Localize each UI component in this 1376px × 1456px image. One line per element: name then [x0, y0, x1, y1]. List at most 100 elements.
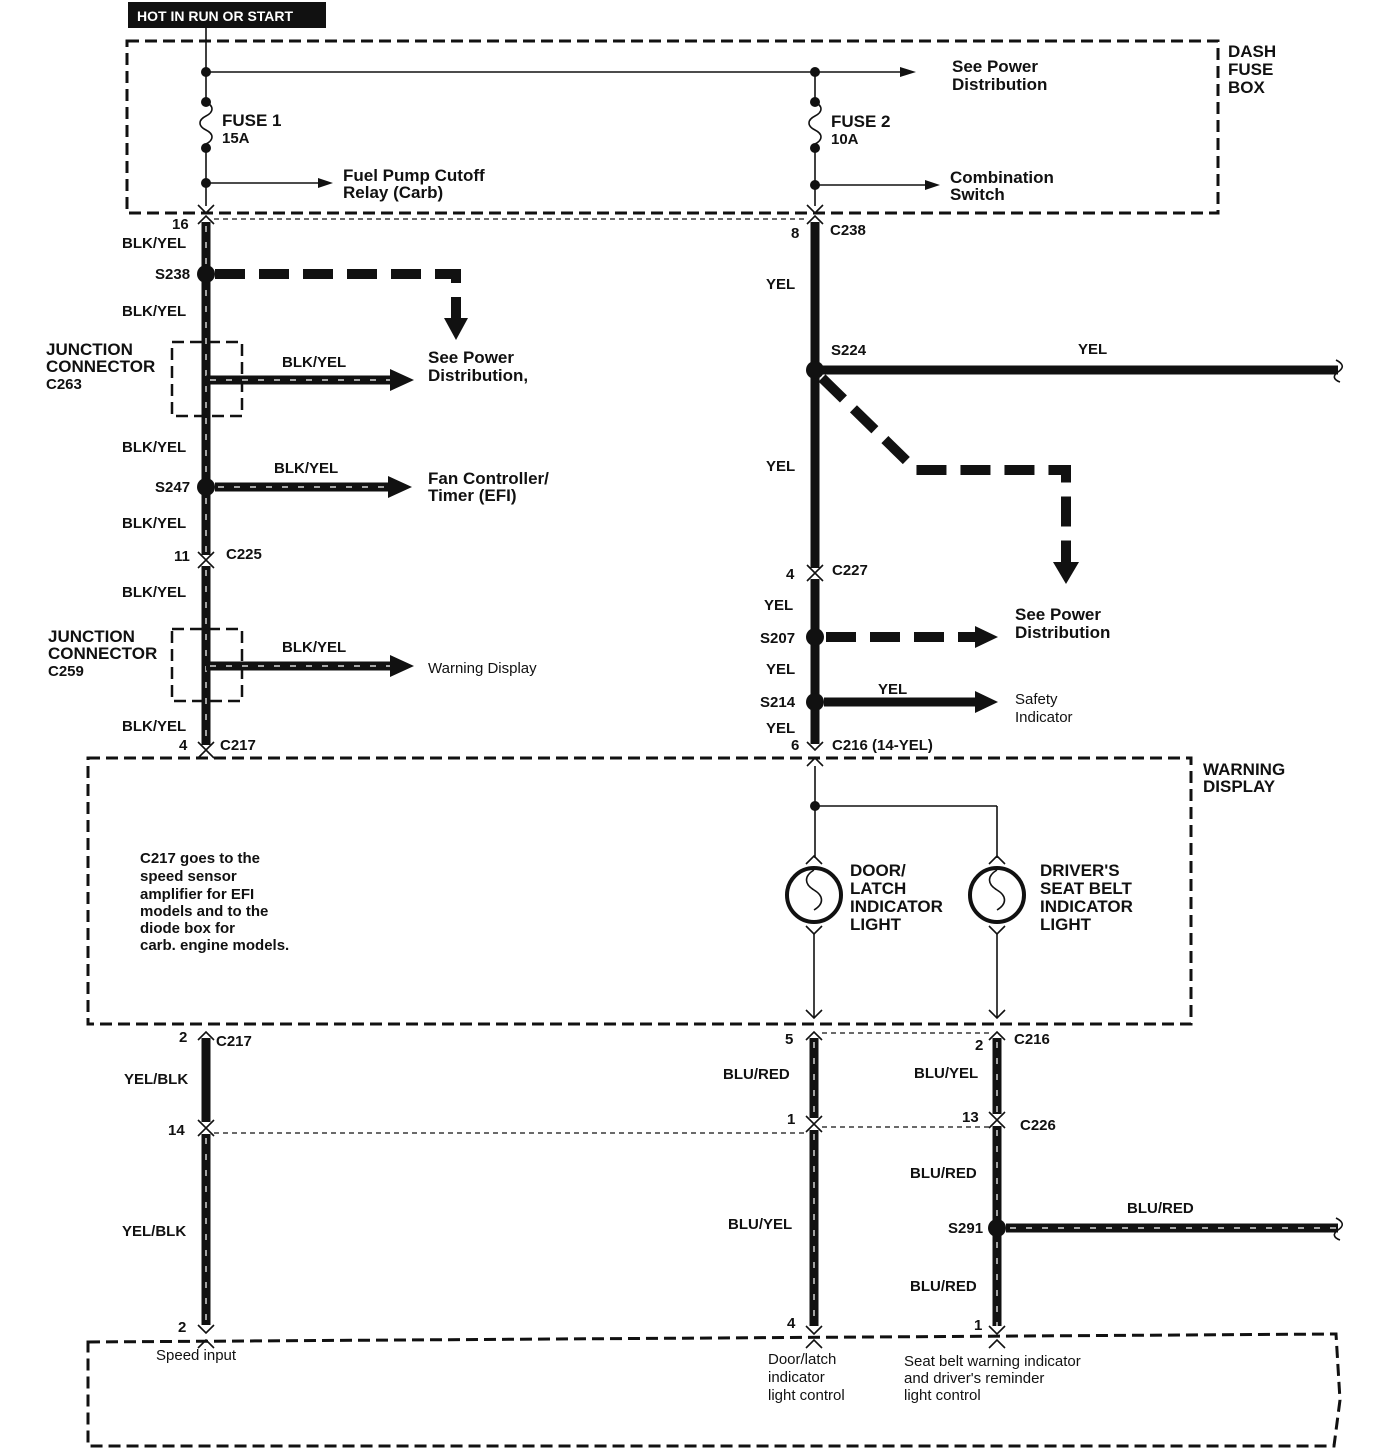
left-wire-4: BLK/YEL — [122, 515, 186, 532]
belt-wire-blu-yel: BLU/YEL — [914, 1065, 978, 1082]
seatbelt-light-label-3: INDICATOR — [1040, 897, 1133, 916]
splice-s207 — [806, 628, 824, 646]
lower-yel-blk-1: YEL/BLK — [124, 1071, 188, 1088]
c226-label: C226 — [1020, 1117, 1056, 1134]
left-wire-3: BLK/YEL — [122, 439, 186, 456]
warning-display: WARNING DISPLAY C217 goes to the speed s… — [86, 756, 1285, 1026]
c259-branch-wire: BLK/YEL — [282, 639, 346, 656]
s214-dest-2: Indicator — [1015, 709, 1073, 726]
fuel-pump-label-2: Relay (Carb) — [343, 183, 443, 202]
seatbelt-control-3: light control — [904, 1387, 981, 1404]
lower-pin-2-bottom: 2 — [178, 1319, 186, 1336]
warning-display-label-1: WARNING — [1203, 760, 1285, 779]
s207-dest-1: See Power — [1015, 605, 1101, 624]
door-light-label-2: LATCH — [850, 879, 906, 898]
door-pin-5: 5 — [785, 1031, 793, 1048]
see-power-label-2: Distribution — [952, 75, 1047, 94]
note-line-2: speed sensor — [140, 868, 237, 885]
bottom-module: Speed input Door/latch indicator light c… — [86, 1332, 1342, 1448]
door-light-label-4: LIGHT — [850, 915, 902, 934]
splice-s291 — [988, 1219, 1006, 1237]
warning-display-outline — [86, 756, 1193, 1026]
left-wire-5: BLK/YEL — [122, 584, 186, 601]
fuel-pump-label-1: Fuel Pump Cutoff — [343, 166, 485, 185]
seatbelt-light-label-2: SEAT BELT — [1040, 879, 1133, 898]
c217-top-label: C217 — [220, 737, 256, 754]
s247-branch-wire: BLK/YEL — [274, 460, 338, 477]
note-line-3: amplifier for EFI — [140, 886, 254, 903]
s247-dest-2: Timer (EFI) — [428, 486, 516, 505]
dash-fuse-box-label-1: DASH — [1228, 42, 1276, 61]
left-pin-4: 4 — [179, 737, 188, 754]
door-pin-4: 4 — [787, 1315, 796, 1332]
dash-fuse-box-label-3: BOX — [1228, 78, 1266, 97]
bottom-module-outline — [86, 1332, 1342, 1448]
c263-dest-2: Distribution, — [428, 366, 528, 385]
s214-dest-1: Safety — [1015, 691, 1058, 708]
left-pin-11: 11 — [174, 548, 190, 565]
c259-label-3: C259 — [48, 663, 84, 680]
c259-label-1: JUNCTION — [48, 627, 135, 646]
lower-yel-blk-2: YEL/BLK — [122, 1223, 186, 1240]
fuse-2-rating: 10A — [831, 131, 859, 148]
c259-label-2: CONNECTOR — [48, 644, 157, 663]
s291-branch-wire: BLU/RED — [1127, 1200, 1194, 1217]
c216-top-label: C216 (14-YEL) — [832, 737, 933, 754]
note-line-6: carb. engine models. — [140, 937, 289, 954]
door-control-2: indicator — [768, 1369, 825, 1386]
note-line-5: diode box for — [140, 920, 235, 937]
left-wire-1: BLK/YEL — [122, 235, 186, 252]
speed-input-label: Speed input — [156, 1347, 237, 1364]
combination-label-2: Switch — [950, 185, 1005, 204]
c263-branch-wire: BLK/YEL — [282, 354, 346, 371]
s291-label: S291 — [948, 1220, 983, 1237]
right-wire-5: YEL — [766, 720, 795, 737]
fuse-2-name: FUSE 2 — [831, 112, 891, 131]
right-pin-8: 8 — [791, 225, 799, 242]
s214-label: S214 — [760, 694, 796, 711]
belt-pin-2: 2 — [975, 1037, 983, 1054]
s224-branch-wire: YEL — [1078, 341, 1107, 358]
c259-dest: Warning Display — [428, 660, 537, 677]
c263-label-3: C263 — [46, 376, 82, 393]
left-circuit: 16 BLK/YEL S238 BLK/YEL JUNCTION CONNECT… — [46, 214, 549, 759]
lower-c217-pin: 2 — [179, 1029, 187, 1046]
belt-wire-blu-red-1: BLU/RED — [910, 1165, 977, 1182]
left-wire-6: BLK/YEL — [122, 718, 186, 735]
belt-pin-13: 13 — [962, 1109, 979, 1126]
door-pin-1: 1 — [787, 1111, 795, 1128]
door-light-label-3: INDICATOR — [850, 897, 943, 916]
right-pin-4: 4 — [786, 566, 795, 583]
right-wire-1: YEL — [766, 276, 795, 293]
door-wire-blu-red: BLU/RED — [723, 1066, 790, 1083]
door-control-3: light control — [768, 1387, 845, 1404]
seatbelt-control-1: Seat belt warning indicator — [904, 1353, 1081, 1370]
s207-dest-2: Distribution — [1015, 623, 1110, 642]
s224-label: S224 — [831, 342, 867, 359]
door-control-1: Door/latch — [768, 1351, 836, 1368]
fuse-1-name: FUSE 1 — [222, 111, 282, 130]
left-wire-2: BLK/YEL — [122, 303, 186, 320]
c227-label: C227 — [832, 562, 868, 579]
dash-fuse-box: DASH FUSE BOX See Power Distribution FUS… — [125, 28, 1276, 215]
note-line-1: C217 goes to the — [140, 850, 260, 867]
door-wire-blu-yel: BLU/YEL — [728, 1216, 792, 1233]
splice-s247 — [197, 478, 215, 496]
fuse-1-symbol — [199, 101, 213, 145]
note-line-4: models and to the — [140, 903, 268, 920]
lower-c217-label: C217 — [216, 1033, 252, 1050]
seatbelt-lamp-icon — [968, 866, 1026, 924]
lower-wiring: 2 C217 YEL/BLK 14 YEL/BLK 2 5 BLU/RED 1 … — [122, 1029, 1344, 1336]
see-power-label-1: See Power — [952, 57, 1038, 76]
fuse-2-symbol — [808, 101, 822, 145]
belt-pin-1: 1 — [974, 1317, 982, 1334]
belt-wire-blu-red-2: BLU/RED — [910, 1278, 977, 1295]
right-wire-4: YEL — [766, 661, 795, 678]
s247-label: S247 — [155, 479, 190, 496]
c225-label: C225 — [226, 546, 262, 563]
s247-dest-1: Fan Controller/ — [428, 469, 549, 488]
header-title: HOT IN RUN OR START — [137, 8, 294, 24]
warning-display-label-2: DISPLAY — [1203, 777, 1276, 796]
left-pin-16: 16 — [172, 216, 189, 233]
